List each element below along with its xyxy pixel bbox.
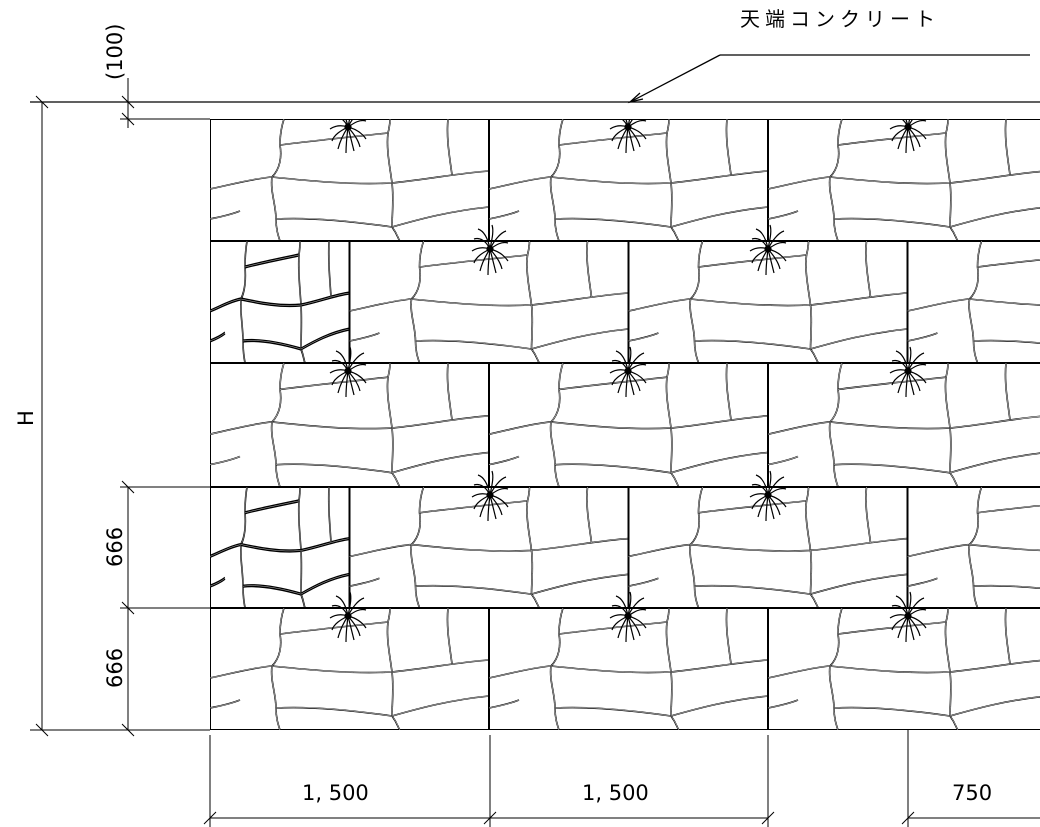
plant-symbol bbox=[749, 224, 787, 276]
stone-block bbox=[906, 240, 1040, 364]
plant-symbol bbox=[609, 591, 647, 643]
block-wall bbox=[210, 119, 1040, 730]
top-offset-dimension bbox=[121, 78, 135, 128]
plant-symbol bbox=[471, 470, 509, 522]
width-2-value: 1, 500 bbox=[582, 781, 649, 805]
stone-block bbox=[210, 486, 351, 610]
crown-concrete-leader bbox=[627, 54, 1030, 104]
top-offset-value: (100) bbox=[103, 24, 127, 80]
crown-concrete-label: 天端コンクリート bbox=[740, 7, 940, 31]
stone-block bbox=[767, 119, 1040, 242]
stone-block bbox=[767, 607, 1040, 730]
plant-symbol bbox=[889, 591, 927, 643]
width-3-value: 750 bbox=[952, 781, 992, 805]
plant-symbol bbox=[471, 224, 509, 276]
stone-block bbox=[488, 607, 769, 730]
stone-block bbox=[210, 240, 351, 365]
width-dimensions bbox=[203, 640, 1040, 827]
stone-block bbox=[210, 607, 490, 730]
plant-symbol bbox=[889, 346, 927, 398]
plant-symbol bbox=[609, 346, 647, 398]
plant-symbol bbox=[329, 119, 367, 154]
stone-block bbox=[488, 119, 769, 242]
plant-symbol bbox=[329, 591, 367, 643]
stone-block bbox=[627, 486, 909, 609]
plant-symbol bbox=[749, 470, 787, 522]
course-lower-value: 666 bbox=[103, 648, 127, 688]
stone-block bbox=[210, 119, 490, 242]
plant-symbol bbox=[329, 346, 367, 398]
course-upper-value: 666 bbox=[103, 527, 127, 567]
width-1-value: 1, 500 bbox=[302, 781, 369, 805]
height-label: H bbox=[14, 410, 38, 426]
stone-block bbox=[210, 362, 490, 488]
stone-block bbox=[906, 486, 1040, 609]
stone-block bbox=[627, 240, 909, 364]
plant-symbol bbox=[889, 119, 927, 154]
course-height-dimensions bbox=[30, 480, 210, 737]
plant-symbol bbox=[609, 119, 647, 154]
stone-block bbox=[767, 362, 1040, 488]
stone-block bbox=[488, 362, 769, 488]
